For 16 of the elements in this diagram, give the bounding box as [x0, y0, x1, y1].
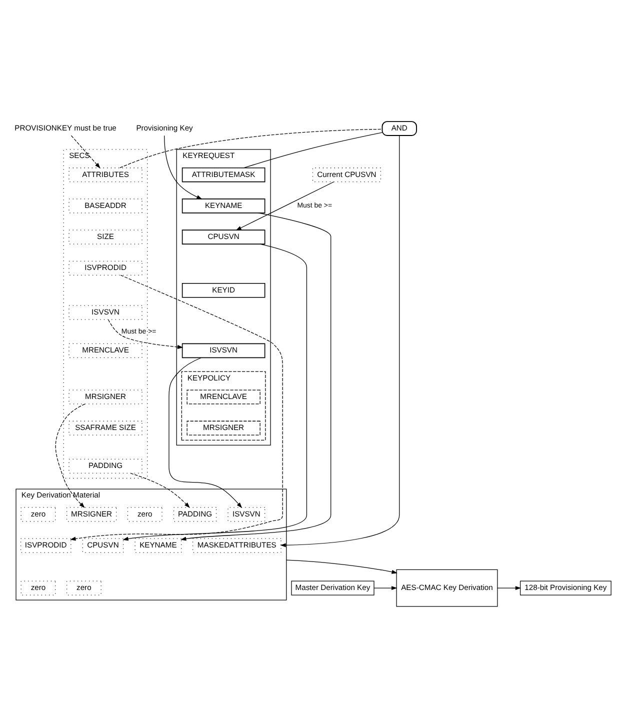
- arrow: [168, 356, 242, 508]
- arrow: [122, 243, 308, 540]
- arrow: [286, 559, 398, 574]
- arrow: [70, 274, 283, 540]
- arrow: [180, 212, 332, 540]
- arrow: [55, 403, 86, 508]
- connector: [243, 132, 382, 168]
- arrow: [164, 134, 202, 199]
- arrow: [374, 586, 398, 590]
- arrow: [108, 318, 184, 348]
- arrow: [497, 586, 522, 590]
- connector: [120, 128, 383, 168]
- arrow: [280, 134, 400, 547]
- arrow: [130, 472, 190, 508]
- arrow: [70, 134, 100, 168]
- arrow: [236, 181, 334, 230]
